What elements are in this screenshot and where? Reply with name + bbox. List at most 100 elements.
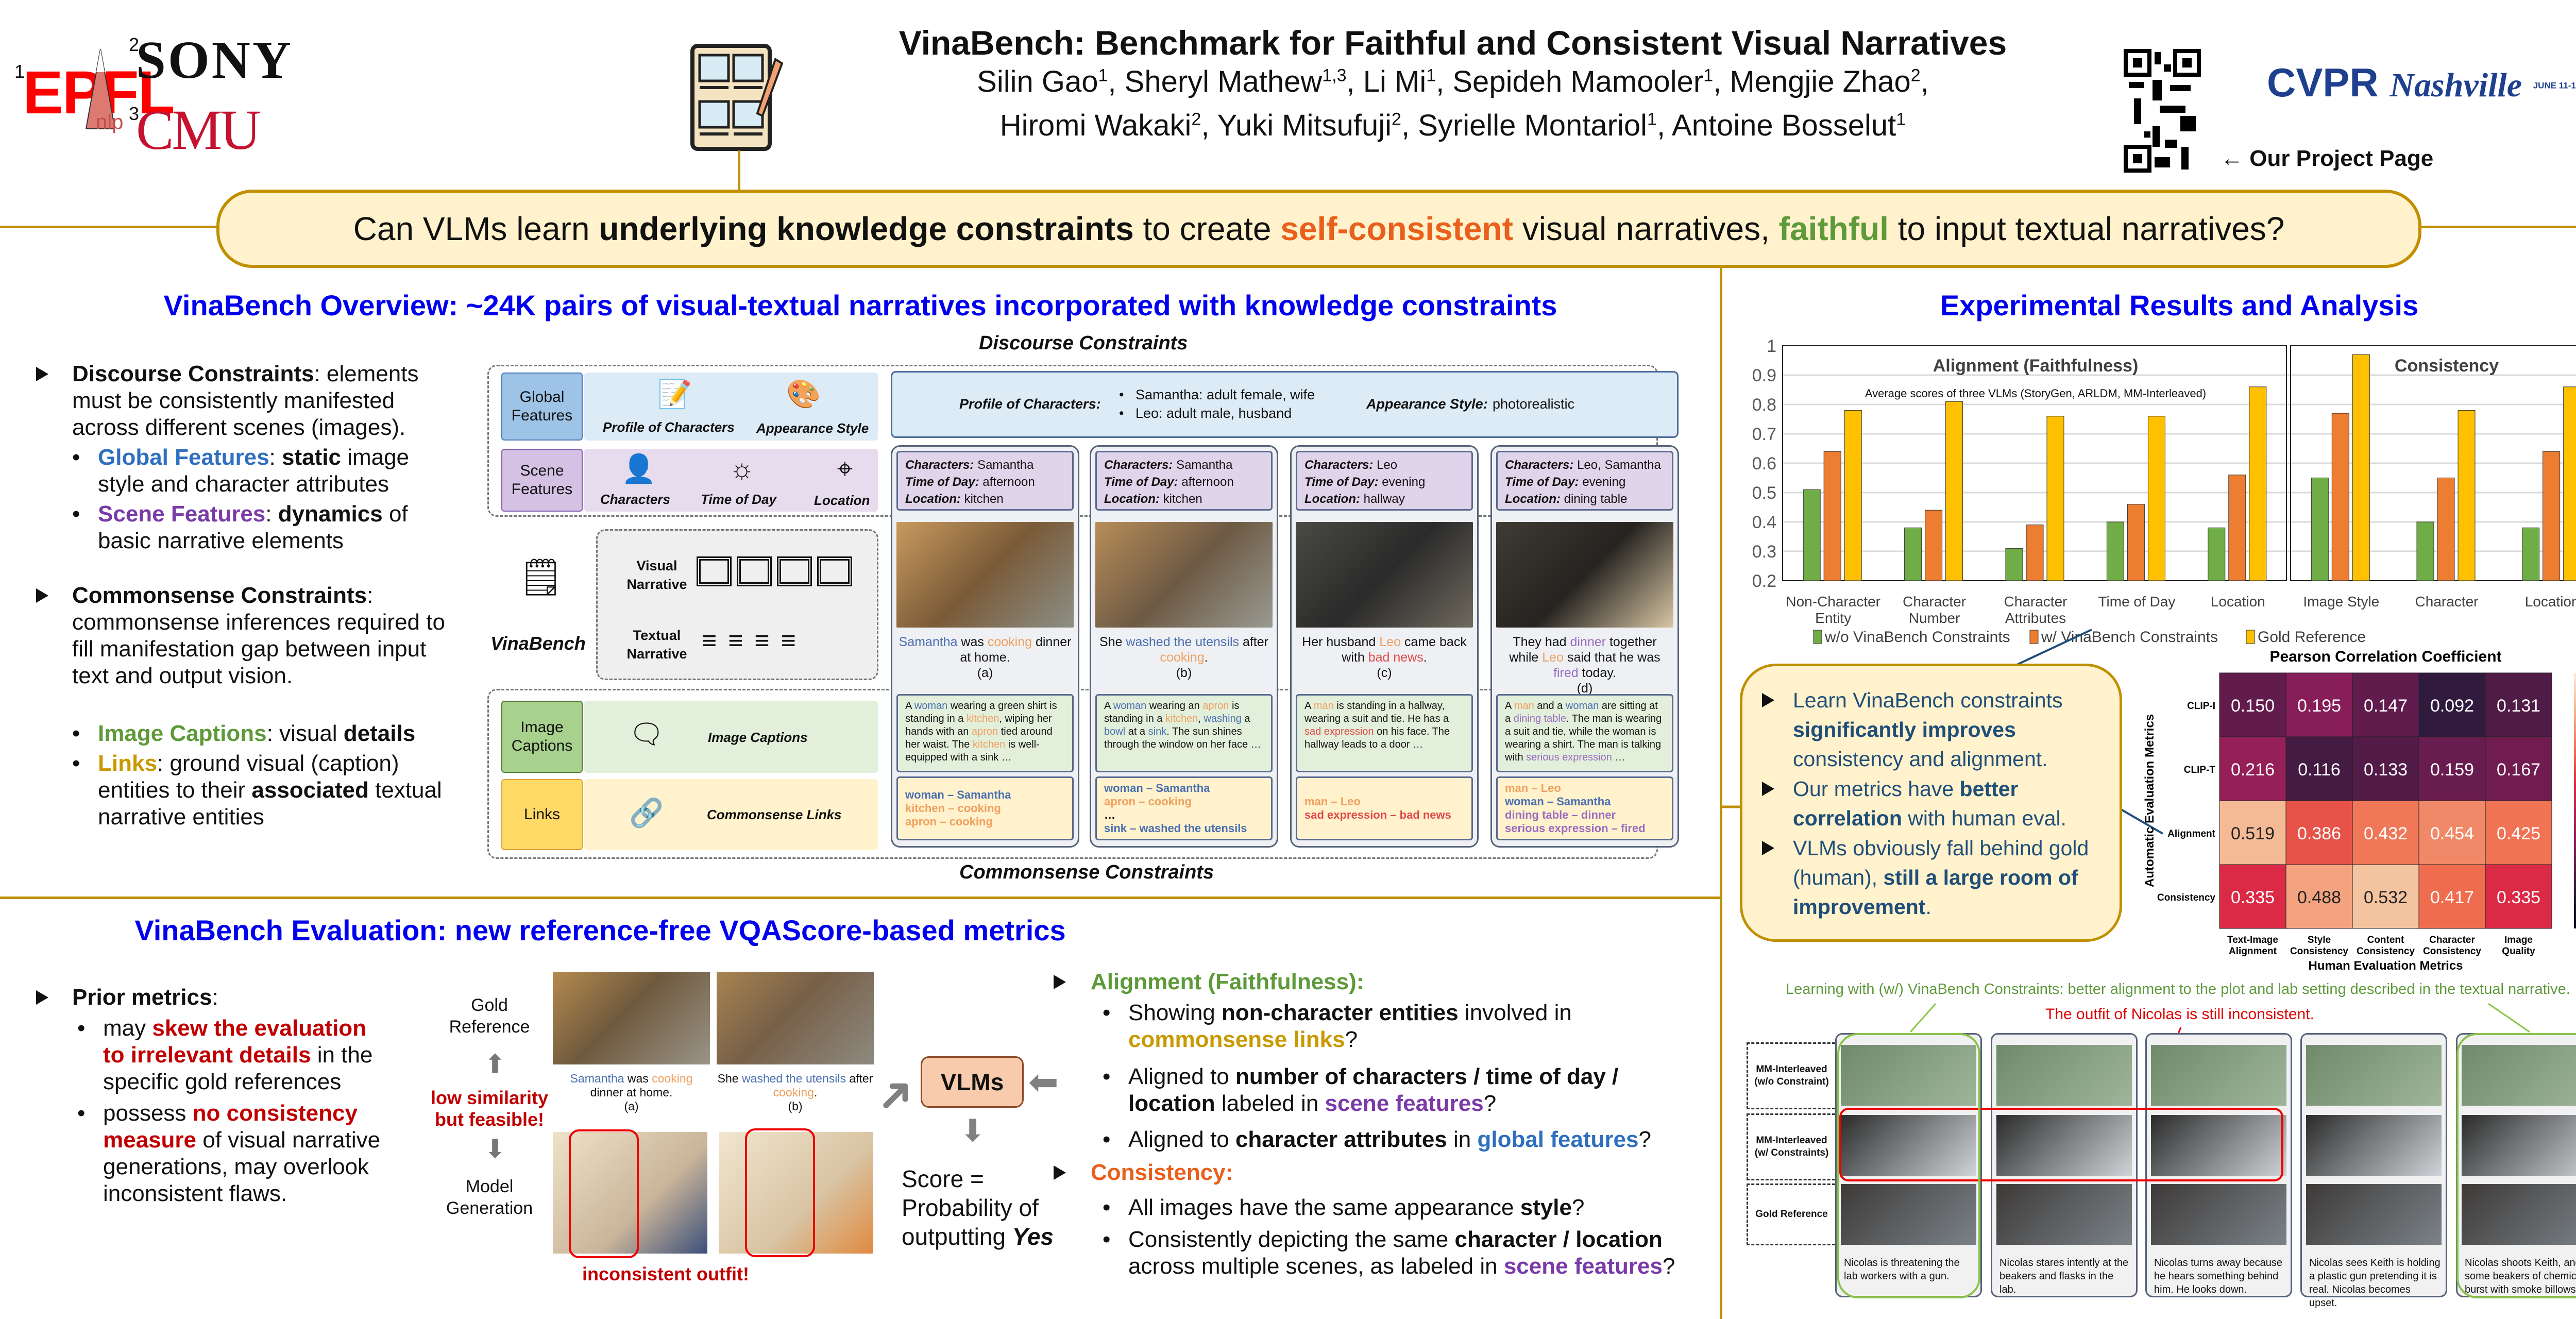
- text-segment: wearing an: [1146, 700, 1203, 712]
- text-segment: skew the evaluation to irrelevant detail…: [103, 1016, 367, 1068]
- bar: [2046, 416, 2064, 581]
- example-column: Nicolas turns away because he hears some…: [2145, 1033, 2292, 1297]
- author-name: Hiromi Wakaki: [999, 109, 1192, 142]
- bullet-dot-icon: •: [72, 445, 80, 470]
- scene-feature: Time of Day: afternoon: [1104, 474, 1264, 491]
- gold-caption-a: Samantha was cooking dinner at home.(a): [553, 1072, 710, 1113]
- heatmap-cell: [2352, 864, 2419, 929]
- text-segment: cooking: [773, 1086, 814, 1099]
- bullet-commonsense: Commonsense Constraints: commonsense inf…: [72, 582, 459, 689]
- profile-item: • Samantha: adult female, wife: [1119, 387, 1315, 402]
- location-pin-icon: ⌖: [837, 453, 853, 484]
- storyboard-icon: 🗒: [518, 557, 564, 597]
- author-name: Sheryl Mathew: [1124, 65, 1323, 98]
- y-tick-label: 0.4: [1752, 513, 1776, 532]
- link-pair: woman – Samantha: [905, 788, 1011, 801]
- text-segment: .: [814, 1086, 818, 1099]
- feature-value: evening: [1382, 475, 1426, 489]
- generated-frame: [1996, 1045, 2132, 1106]
- bar: [2005, 548, 2023, 581]
- generated-frame: [1996, 1115, 2132, 1176]
- author-affiliation: 1,3: [1322, 65, 1347, 86]
- row-label: Alignment: [2167, 828, 2216, 839]
- heatmap-cell: [2285, 672, 2353, 737]
- cell-value: 0.454: [2430, 824, 2474, 843]
- text-segment: a: [1241, 713, 1250, 724]
- heatmap-cell: [2352, 736, 2419, 801]
- text-segment: Image Captions: [98, 721, 267, 746]
- text-segment: washed the utensils: [741, 1072, 846, 1085]
- consistency-question: Consistently depicting the same characte…: [1128, 1226, 1710, 1280]
- x-tick-label: Character: [2415, 594, 2479, 610]
- bullet-dot-icon: •: [1103, 1127, 1111, 1152]
- caption-box: A woman wearing a green shirt is standin…: [896, 694, 1074, 772]
- text-segment: serious expression: [1526, 752, 1612, 763]
- authors-line-2: Hiromi Wakaki2, Yuki Mitsufuji2, Syriell…: [793, 108, 2112, 143]
- qr-code[interactable]: [2124, 49, 2201, 173]
- text-segment: Score = Probability of outputting: [902, 1165, 1039, 1250]
- cell-value: 0.519: [2231, 824, 2275, 843]
- text-segment: A: [1304, 700, 1314, 712]
- scene-feature: Location: hallway: [1304, 491, 1464, 508]
- global-features-label: Global Features: [501, 373, 583, 441]
- panel-title: Consistency: [2395, 356, 2499, 376]
- text-segment: is standing in a: [1104, 700, 1240, 724]
- characters-label: Characters: [600, 492, 670, 507]
- text-segment: across multiple scenes, as labeled in: [1128, 1254, 1504, 1279]
- scene-features-row: [584, 449, 878, 512]
- generated-frame: [2462, 1184, 2576, 1245]
- text-segment: scene features: [1325, 1091, 1484, 1116]
- text-segment: man: [1514, 700, 1534, 712]
- text-segment: with human eval.: [1902, 806, 2066, 830]
- author: Li Mi1,: [1363, 65, 1453, 98]
- text-segment: cooking: [987, 635, 1032, 649]
- prior-metric-issue: may skew the evaluation to irrelevant de…: [103, 1015, 392, 1095]
- bullet-dot-icon: •: [1103, 1195, 1111, 1220]
- link-pair: kitchen – cooking: [905, 802, 1001, 815]
- outfit-highlight: [569, 1129, 639, 1258]
- text-segment: image style and character attributes: [98, 445, 410, 497]
- profile-list: • Samantha: adult female, wife • Leo: ad…: [1119, 385, 1315, 422]
- bar: [1945, 401, 1963, 581]
- green-annotation: Learning with (w/) VinaBench Constraints…: [1786, 981, 2570, 997]
- text-segment: Leo: [1379, 635, 1401, 649]
- text-segment: Her husband: [1302, 635, 1380, 649]
- generated-frame: [1996, 1184, 2132, 1245]
- author: Silin Gao1,: [977, 65, 1125, 98]
- research-question: Can VLMs learn underlying knowledge cons…: [353, 210, 2285, 248]
- example-column: Nicolas sees Keith is holding a plastic …: [2300, 1033, 2447, 1309]
- row-label-without-constraint: MM-Interleaved (w/o Constraint): [1747, 1042, 1835, 1109]
- cell-value: 0.092: [2430, 696, 2474, 716]
- text-segment: Scene Features: [98, 501, 266, 527]
- links-label: Links: [501, 779, 583, 850]
- generated-image-b: [719, 1132, 873, 1254]
- heatmap-cell: [2219, 864, 2286, 929]
- style-label: Appearance Style:: [1366, 396, 1488, 412]
- cvpr-dates: JUNE 11-15, 2025: [2533, 80, 2576, 91]
- low-similarity-note: low similarity but feasible!: [430, 1087, 549, 1130]
- text-segment: Aligned to: [1128, 1127, 1235, 1152]
- heatmap-cell: [2485, 864, 2552, 929]
- project-page-link[interactable]: ← Our Project Page: [2221, 146, 2434, 171]
- text-segment: woman: [1565, 700, 1599, 712]
- cell-value: 0.131: [2497, 696, 2540, 716]
- alignment-question: Showing non-character entities involved …: [1128, 1000, 1710, 1053]
- feature-value: kitchen: [1163, 492, 1202, 506]
- bullet-discourse: Discourse Constraints: elements must be …: [72, 361, 448, 441]
- text-segment: Learn VinaBench constraints: [1793, 688, 2063, 712]
- feature-value: Samantha: [1176, 458, 1233, 472]
- text-segment: Showing: [1128, 1000, 1222, 1025]
- generated-frame: [1841, 1045, 1976, 1106]
- author-name: Mengjie Zhao: [1730, 65, 1911, 98]
- scene-feature: Characters: Samantha: [1104, 456, 1264, 474]
- annotation-line: [1909, 1003, 1937, 1033]
- author-name: Antoine Bosselut: [1671, 109, 1896, 142]
- scene-feature: Location: kitchen: [1104, 491, 1264, 508]
- bar: [2522, 527, 2540, 581]
- author-affiliation: 1: [1098, 65, 1108, 86]
- x-tick-label: Image Style: [2303, 594, 2379, 610]
- scene-feature: Characters: Samantha: [905, 456, 1065, 474]
- author: Mengjie Zhao2,: [1730, 65, 1929, 98]
